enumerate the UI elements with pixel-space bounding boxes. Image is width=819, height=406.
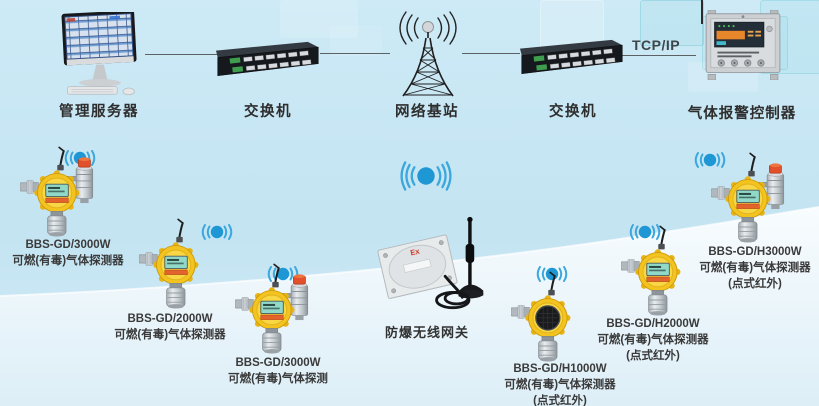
detector-label: BBS-GD/H3000W 可燃(有毒)气体探测器 (点式红外): [675, 245, 819, 293]
detector-group: BBS-GD/3000W 可燃(有毒)气体探测器: [0, 145, 150, 275]
connector-line: [145, 54, 220, 55]
detector-group: BBS-GD/H1000W 可燃(有毒)气体探测器 (点式红外): [480, 262, 640, 406]
wireless-signal: [198, 222, 236, 242]
server-icon: [52, 12, 148, 100]
wireless-signal-icon: [201, 224, 233, 240]
connector-line: [622, 55, 696, 56]
svg-text:Ex: Ex: [409, 246, 421, 257]
server-label: 管理服务器: [59, 104, 139, 120]
detector-model: BBS-GD/H3000W: [708, 246, 802, 258]
gas-detector-icon: [711, 152, 785, 243]
detector-desc: 可燃(有毒)气体探测: [228, 372, 328, 385]
detector-label: BBS-GD/3000W 可燃(有毒)气体探测: [198, 356, 358, 388]
base-station-label: 网络基站: [395, 104, 459, 120]
controller-label: 气体报警控制器: [687, 106, 797, 122]
detector-model: BBS-GD/3000W: [235, 357, 321, 369]
detector-label: BBS-GD/H1000W 可燃(有毒)气体探测器 (点式红外): [480, 362, 640, 406]
detector-desc: 可燃(有毒)气体探测器: [597, 333, 709, 346]
detector-model: BBS-GD/H1000W: [513, 363, 607, 375]
wireless-signal-icon: [267, 266, 299, 282]
switch-icon: [216, 40, 320, 82]
gas-detector-icon: [621, 225, 681, 316]
detector-group: BBS-GD/3000W 可燃(有毒)气体探测: [205, 258, 355, 398]
detector-label: BBS-GD/2000W 可燃(有毒)气体探测器: [90, 312, 250, 344]
wireless-signal: [691, 150, 729, 170]
gas-detector-icon: [235, 263, 309, 354]
detector-label: BBS-GD/3000W 可燃(有毒)气体探测器: [0, 238, 148, 270]
wireless-signal-icon: [536, 266, 568, 282]
detector-group: BBS-GD/H3000W 可燃(有毒)气体探测器 (点式红外): [680, 148, 819, 292]
connector-line: [462, 53, 520, 54]
detector-model: BBS-GD/H2000W: [606, 318, 700, 330]
detector-label: BBS-GD/H2000W 可燃(有毒)气体探测器 (点式红外): [573, 317, 733, 365]
gas-detector-icon: [511, 271, 571, 362]
gas-detector-icon: [20, 146, 94, 237]
gas-detector-icon: [139, 218, 199, 309]
tcpip-link-label: TCP/IP: [632, 37, 681, 53]
detector-note: (点式红外): [626, 349, 680, 362]
detector-desc: 可燃(有毒)气体探测器: [699, 261, 811, 274]
detector-desc: 可燃(有毒)气体探测器: [114, 328, 226, 341]
wireless-signal: [626, 222, 664, 242]
gateway-group: Ex 防爆无线网关: [352, 158, 502, 340]
base-station-tower-icon: [383, 10, 473, 98]
wireless-signal-icon: [694, 152, 726, 168]
detector-desc: 可燃(有毒)气体探测器: [12, 254, 124, 267]
connector-line: [320, 53, 390, 54]
controller-wire: [701, 0, 703, 24]
wireless-signal: [533, 264, 571, 284]
detector-device: [711, 152, 792, 244]
wireless-signal-icon: [629, 224, 661, 240]
detector-model: BBS-GD/2000W: [127, 313, 213, 325]
gateway-label: 防爆无线网关: [384, 325, 469, 340]
detector-desc: 可燃(有毒)气体探测器: [504, 378, 616, 391]
detector-device: [621, 225, 702, 317]
detector-model: BBS-GD/3000W: [25, 239, 111, 251]
detector-device: [235, 263, 316, 355]
detector-note: (点式红外): [728, 277, 782, 290]
detector-note: (点式红外): [533, 394, 587, 406]
detector-group: BBS-GD/H2000W 可燃(有毒)气体探测器 (点式红外): [573, 220, 733, 364]
switch-2-label: 交换机: [549, 104, 597, 120]
wireless-gateway-icon: Ex: [365, 208, 489, 319]
gas-alarm-controller-icon: [702, 10, 784, 80]
detector-device: [20, 146, 101, 238]
detector-group: BBS-GD/2000W 可燃(有毒)气体探测器: [95, 218, 245, 357]
detector-device: [139, 218, 220, 310]
wireless-signal-icon-large: [400, 161, 452, 191]
switch-1-label: 交换机: [244, 104, 292, 120]
switch-icon: [520, 38, 624, 80]
wireless-signal: [264, 264, 302, 284]
detector-device: [511, 271, 592, 363]
